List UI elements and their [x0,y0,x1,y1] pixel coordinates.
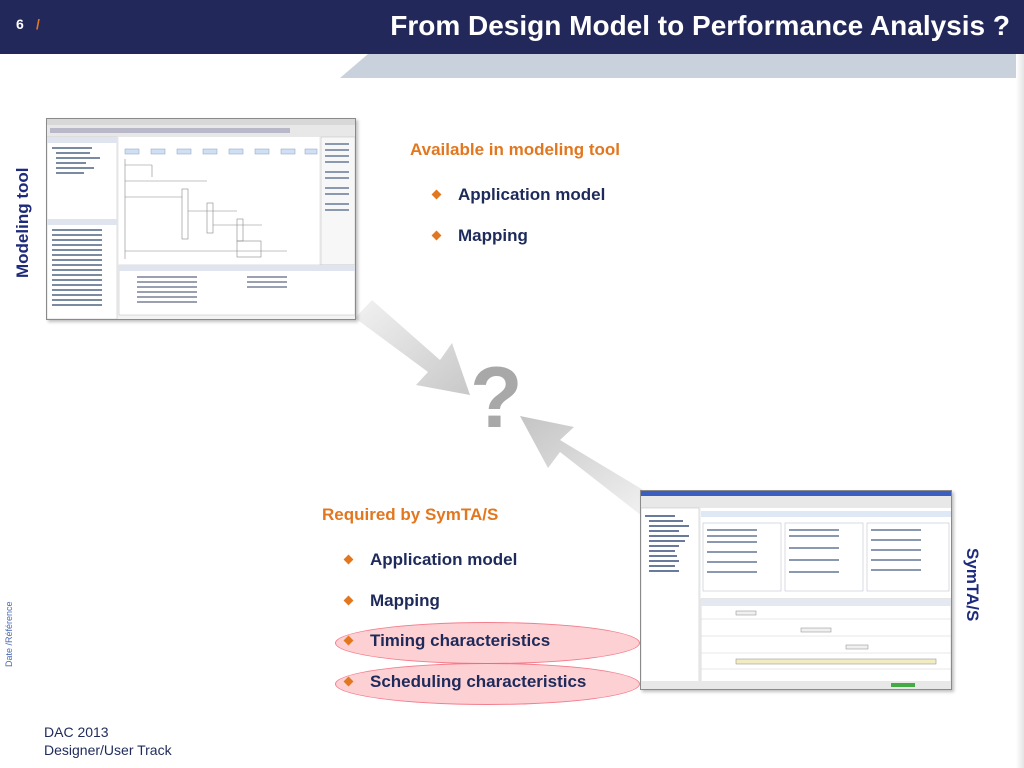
available-heading: Available in modeling tool [410,140,621,159]
header-strip [340,54,1024,78]
right-edge-shade [1016,54,1024,768]
page-number: 6 [16,16,24,32]
diamond-bullet-icon [343,554,354,565]
symtas-screenshot [640,490,952,690]
footer-track: Designer/User Track [44,742,172,758]
timing-highlight [335,622,640,664]
available-item-application-model: Application model [431,185,606,205]
available-item-mapping: Mapping [431,226,528,246]
required-item-scheduling: Scheduling characteristics [343,672,587,692]
diamond-bullet-icon [343,635,354,646]
footer-conference: DAC 2013 [44,724,109,740]
bullet-text: Application model [370,550,518,569]
required-item-mapping: Mapping [343,591,440,611]
bullet-text: Application model [458,185,606,204]
bullet-text: Timing characteristics [370,631,551,650]
required-heading: Required by SymTA/S [322,505,499,524]
arrow-up-left [520,416,660,516]
header-notch [340,54,368,78]
required-item-application-model: Application model [343,550,518,570]
arrow-down-right [355,300,470,395]
diamond-bullet-icon [431,189,442,200]
bullet-text: Scheduling characteristics [370,672,587,691]
header-bar [0,0,1024,54]
required-item-timing: Timing characteristics [343,631,551,651]
modeling-tool-screenshot [46,118,356,320]
bullet-text: Mapping [458,226,528,245]
diamond-bullet-icon [343,595,354,606]
scheduling-highlight [335,663,640,705]
diamond-bullet-icon [343,676,354,687]
page-separator: / [36,16,40,32]
slide-title: From Design Model to Performance Analysi… [390,10,1010,41]
question-mark: ? [470,350,523,446]
bullet-text: Mapping [370,591,440,610]
diamond-bullet-icon [431,230,442,241]
